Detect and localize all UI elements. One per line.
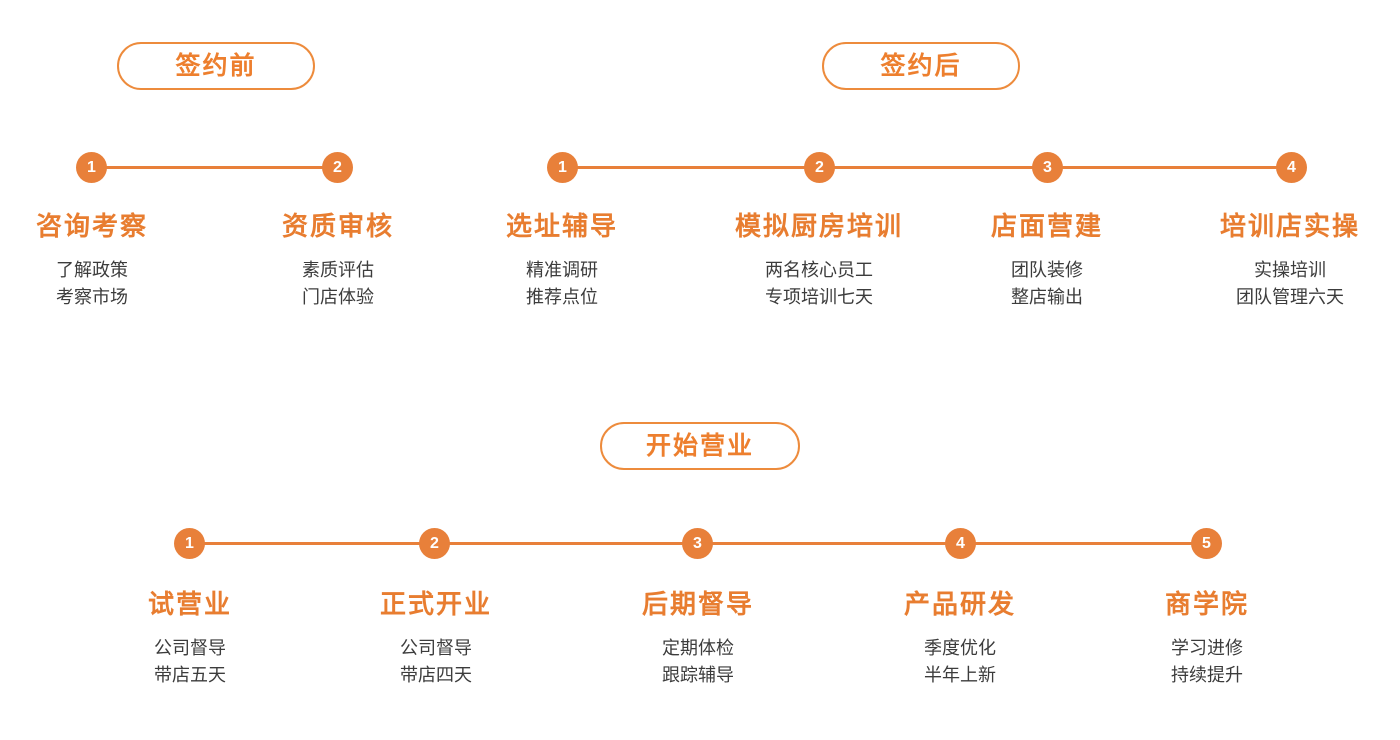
step-description-line: 定期体检 (661, 637, 734, 658)
step-description: 公司督导 带店四天 (380, 635, 492, 691)
step-description-line: 带店四天 (399, 665, 472, 686)
timeline-node-1: 1 (547, 152, 578, 183)
section-badge-operating: 开始营业 (600, 422, 800, 470)
step-title: 咨询考察 (35, 211, 149, 241)
step-description-line: 整店输出 (1010, 287, 1083, 308)
step-description-line: 公司督导 (399, 637, 472, 658)
timeline-node-4: 4 (1276, 152, 1307, 183)
timeline-node-2: 2 (322, 152, 353, 183)
step-description-line: 精准调研 (525, 259, 598, 280)
section-badge-post-signing: 签约后 (822, 42, 1020, 90)
step-description-line: 实操培训 (1253, 259, 1326, 280)
step-post-signing-1: 选址辅导 精准调研 推荐点位 (506, 212, 618, 312)
timeline-node-3: 3 (682, 528, 713, 559)
step-title: 后期督导 (641, 589, 755, 619)
step-description-line: 团队管理六天 (1235, 287, 1344, 308)
timeline-node-5: 5 (1191, 528, 1222, 559)
section-badge-label: 签约后 (880, 51, 962, 80)
section-badge-label: 开始营业 (645, 431, 754, 460)
step-post-signing-3: 店面营建 团队装修 整店输出 (991, 212, 1103, 312)
step-description-line: 推荐点位 (525, 287, 598, 308)
step-description: 团队装修 整店输出 (991, 257, 1103, 313)
step-description-line: 素质评估 (301, 259, 374, 280)
step-description: 季度优化 半年上新 (904, 635, 1016, 691)
step-description: 定期体检 跟踪辅导 (642, 635, 754, 691)
timeline-operating: 1 2 3 4 5 (0, 528, 1400, 559)
timeline-node-4: 4 (945, 528, 976, 559)
step-description-line: 公司督导 (153, 637, 226, 658)
step-description-line: 门店体验 (301, 287, 374, 308)
timeline-node-1: 1 (76, 152, 107, 183)
step-description-line: 考察市场 (55, 287, 128, 308)
step-pre-signing-2: 资质审核 素质评估 门店体验 (282, 212, 394, 312)
step-description-line: 了解政策 (55, 259, 128, 280)
section-badge-label: 签约前 (175, 51, 257, 80)
step-description-line: 持续提升 (1170, 665, 1243, 686)
step-description: 素质评估 门店体验 (282, 257, 394, 313)
step-description-line: 半年上新 (923, 665, 996, 686)
step-operating-2: 正式开业 公司督导 带店四天 (380, 590, 492, 690)
timeline-post-signing: 1 2 3 4 (0, 152, 1400, 183)
step-description: 公司督导 带店五天 (148, 635, 232, 691)
step-description: 了解政策 考察市场 (36, 257, 148, 313)
step-title: 培训店实操 (1219, 211, 1361, 241)
timeline-pre-signing: 1 2 (0, 152, 400, 183)
step-description: 精准调研 推荐点位 (506, 257, 618, 313)
step-description-line: 团队装修 (1010, 259, 1083, 280)
timeline-track (576, 166, 1282, 169)
section-badge-pre-signing: 签约前 (117, 42, 315, 90)
step-description: 两名核心员工 专项培训七天 (735, 257, 903, 313)
step-description-line: 季度优化 (923, 637, 996, 658)
step-title: 试营业 (147, 589, 233, 619)
timeline-track (105, 166, 351, 169)
step-description: 学习进修 持续提升 (1165, 635, 1249, 691)
step-title: 选址辅导 (505, 211, 619, 241)
step-description-line: 两名核心员工 (764, 259, 873, 280)
step-operating-3: 后期督导 定期体检 跟踪辅导 (642, 590, 754, 690)
step-title: 产品研发 (903, 589, 1017, 619)
step-title: 店面营建 (990, 211, 1104, 241)
step-description-line: 专项培训七天 (764, 287, 873, 308)
step-description: 实操培训 团队管理六天 (1220, 257, 1360, 313)
timeline-node-3: 3 (1032, 152, 1063, 183)
step-title: 模拟厨房培训 (734, 211, 904, 241)
step-title: 正式开业 (379, 589, 493, 619)
step-description-line: 跟踪辅导 (661, 665, 734, 686)
step-operating-5: 商学院 学习进修 持续提升 (1165, 590, 1249, 690)
timeline-node-2: 2 (804, 152, 835, 183)
step-operating-4: 产品研发 季度优化 半年上新 (904, 590, 1016, 690)
step-title: 资质审核 (281, 211, 395, 241)
step-post-signing-4: 培训店实操 实操培训 团队管理六天 (1220, 212, 1360, 312)
step-post-signing-2: 模拟厨房培训 两名核心员工 专项培训七天 (735, 212, 903, 312)
step-description-line: 学习进修 (1170, 637, 1243, 658)
step-pre-signing-1: 咨询考察 了解政策 考察市场 (36, 212, 148, 312)
step-title: 商学院 (1164, 589, 1250, 619)
step-operating-1: 试营业 公司督导 带店五天 (148, 590, 232, 690)
timeline-node-2: 2 (419, 528, 450, 559)
step-description-line: 带店五天 (153, 665, 226, 686)
timeline-node-1: 1 (174, 528, 205, 559)
